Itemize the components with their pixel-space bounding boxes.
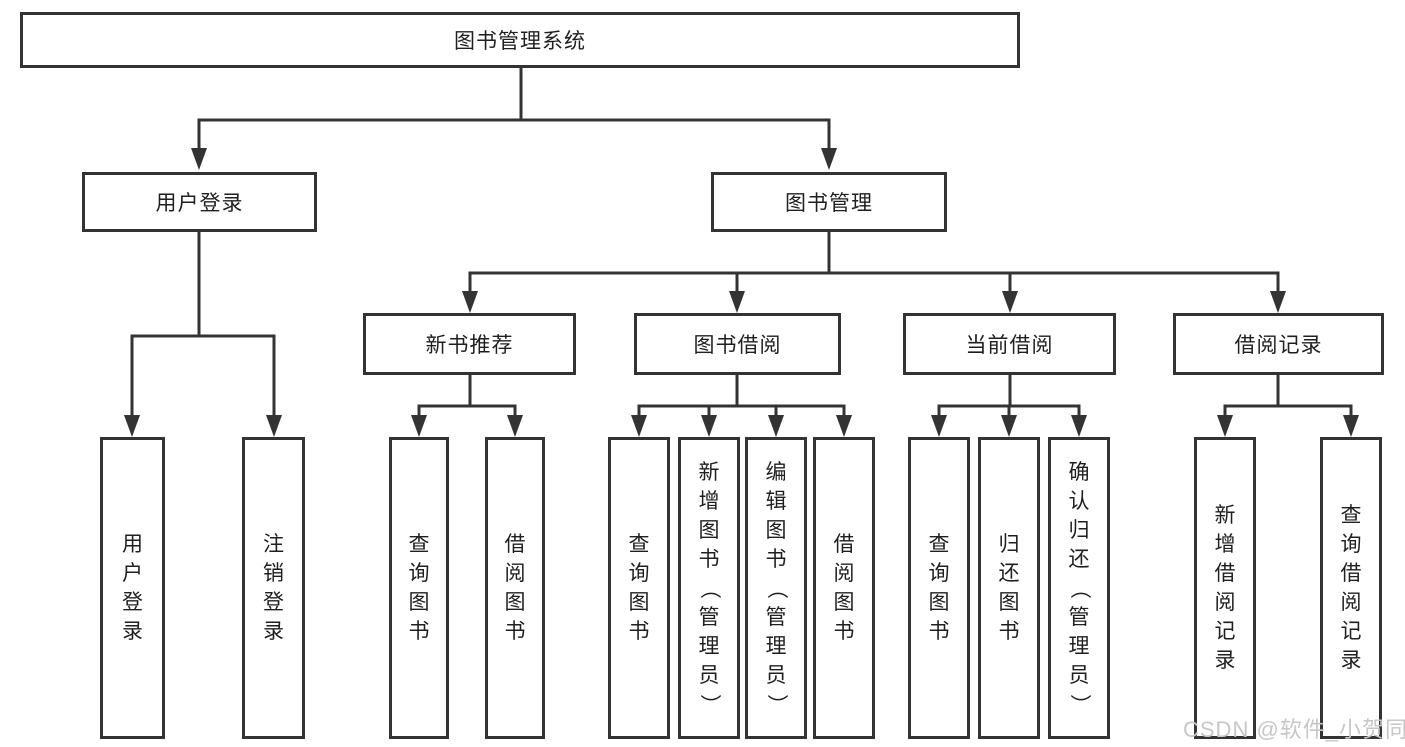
node-root-label: 图书管理系统 <box>454 30 586 53</box>
leaf-logout: 注销登录 <box>242 437 305 739</box>
leaf-borrow-borrow: 借阅图书 <box>813 437 875 739</box>
leaf-user-login: 用户登录 <box>100 437 165 739</box>
leaf-records-add: 新增借阅记录 <box>1194 437 1256 739</box>
node-current-borrow-label: 当前借阅 <box>965 334 1054 357</box>
connector-current-to-leaves <box>931 375 1087 437</box>
node-book-borrow-label: 图书借阅 <box>693 334 782 357</box>
leaf-current-return: 归还图书 <box>978 437 1040 739</box>
node-book-borrow: 图书借阅 <box>634 313 841 375</box>
leaf-records-query: 查询借阅记录 <box>1320 437 1382 739</box>
node-root: 图书管理系统 <box>20 12 1020 68</box>
node-user-login-label: 用户登录 <box>155 192 244 215</box>
node-book-management: 图书管理 <box>711 172 947 232</box>
node-borrow-records: 借阅记录 <box>1173 313 1384 375</box>
node-book-management-label: 图书管理 <box>785 192 873 215</box>
connector-user-login-to-leaves <box>124 232 282 437</box>
node-borrow-records-label: 借阅记录 <box>1234 334 1323 357</box>
connector-new-book-to-leaves <box>411 375 523 437</box>
leaf-newbook-query: 查询图书 <box>389 437 449 739</box>
node-current-borrow: 当前借阅 <box>903 313 1116 375</box>
connector-book-mgmt-to-level3 <box>462 232 1286 313</box>
csdn-watermark: CSDN @软件_小贺同学 <box>1183 717 1405 742</box>
connector-records-to-leaves <box>1217 375 1359 437</box>
leaf-borrow-query: 查询图书 <box>608 437 670 739</box>
connector-root-to-level2 <box>191 68 837 170</box>
node-new-book-recommend-label: 新书推荐 <box>425 334 514 357</box>
node-user-login: 用户登录 <box>82 172 317 232</box>
leaf-borrow-add-admin: 新增图书（管理员） <box>678 437 740 739</box>
leaf-newbook-borrow: 借阅图书 <box>485 437 545 739</box>
leaf-current-query: 查询图书 <box>908 437 970 739</box>
leaf-borrow-edit-admin: 编辑图书（管理员） <box>745 437 807 739</box>
leaf-current-confirm-admin: 确认归还（管理员） <box>1048 437 1110 739</box>
node-new-book-recommend: 新书推荐 <box>363 313 576 375</box>
connector-borrow-to-leaves <box>631 375 852 437</box>
